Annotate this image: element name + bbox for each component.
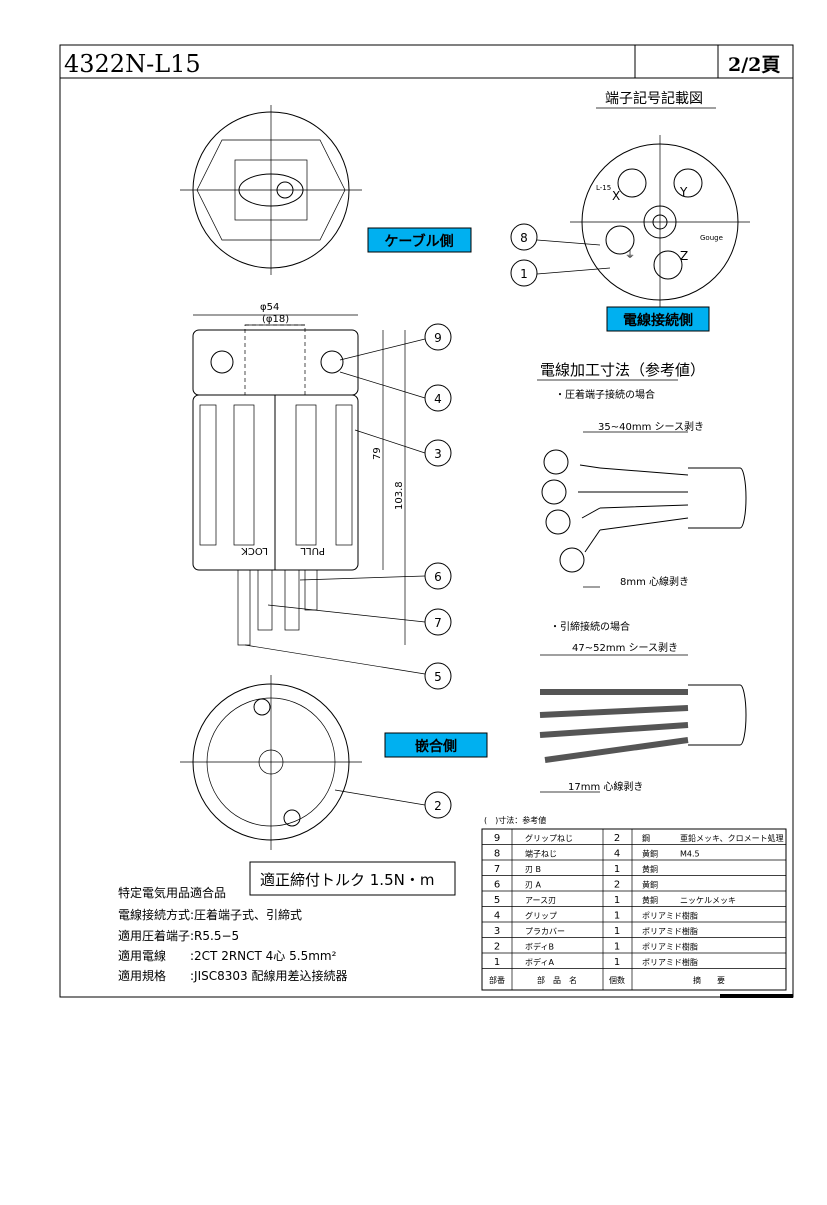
spec-line-4: 適用電線 :2CT 2RNCT 4心 5.5mm² xyxy=(118,948,337,963)
table-cell-material: 黄銅 xyxy=(642,864,658,874)
clamp-core-dim: 17mm 心線剥き xyxy=(568,780,643,793)
table-cell-no: 7 xyxy=(494,864,500,875)
table-cell-name: 刃 A xyxy=(525,881,542,890)
callout-4: 4 xyxy=(434,392,442,406)
mating-side-label-box xyxy=(384,732,488,758)
table-cell-name: 刃 B xyxy=(525,865,541,874)
callout-2: 2 xyxy=(434,799,442,813)
table-cell-no: 4 xyxy=(494,911,500,922)
table-cell-material: 黄銅 xyxy=(642,849,658,859)
table-cell-material: 鋼 xyxy=(642,833,650,843)
callout-3: 3 xyxy=(434,447,442,461)
table-cell-name: グリップ xyxy=(525,911,557,921)
header-no: 部番 xyxy=(489,975,505,985)
torque-box xyxy=(249,861,456,896)
crimp-core-dim: 8mm 心線剥き xyxy=(620,575,689,588)
terminal-z: Z xyxy=(680,249,688,263)
spec-line-3: 適用圧着端子:R5.5−5 xyxy=(118,928,239,943)
table-cell-no: 9 xyxy=(494,833,500,844)
table-cell-name: プラカバー xyxy=(525,927,565,936)
frame xyxy=(59,44,794,998)
crimp-case-label: ・圧着端子接続の場合 xyxy=(555,388,655,401)
header-qty: 個数 xyxy=(609,975,625,985)
table-cell-qty: 2 xyxy=(614,833,620,844)
table-cell-name: グリップねじ xyxy=(525,833,573,843)
clamp-case-label: ・引締接続の場合 xyxy=(550,620,630,633)
pull-mark: PULL xyxy=(300,545,325,556)
drawing-title: 4322N-L15 xyxy=(64,50,201,78)
table-cell-remark: 亜鉛メッキ、クロメート処理 xyxy=(680,833,784,843)
terminal-rating: L-15 xyxy=(596,184,611,192)
callout-5: 5 xyxy=(434,670,442,684)
wire-prep-title: 電線加工寸法（参考値） xyxy=(540,361,705,379)
table-cell-material: 黄銅 xyxy=(642,880,658,890)
callout-6: 6 xyxy=(434,570,442,584)
table-cell-no: 5 xyxy=(494,895,500,906)
table-cell-material: ポリアミド樹脂 xyxy=(642,942,698,952)
clamp-sheath-dim: 47~52mm シース剥き xyxy=(572,642,678,654)
terminal-x: X xyxy=(612,189,620,203)
parts-table: 9 グリップねじ 2 鋼 亜鉛メッキ、クロメート処理 8 端子ねじ 4 黄銅 M4.5 7 刃 B 1 黄… xyxy=(481,828,787,991)
terminal-view xyxy=(570,135,750,310)
table-cell-name: 端子ねじ xyxy=(525,849,557,859)
table-cell-no: 2 xyxy=(494,942,500,953)
callout-1: 1 xyxy=(520,267,528,281)
table-cell-qty: 1 xyxy=(614,911,620,922)
wire-side-label-box xyxy=(606,306,710,332)
torque-note: 適正締付トルク 1.5N・m xyxy=(260,871,434,889)
table-cell-qty: 1 xyxy=(614,926,620,937)
table-cell-no: 1 xyxy=(494,957,500,968)
terminal-ground: ⏚ xyxy=(625,249,635,261)
leader-lines xyxy=(244,239,611,806)
table-cell-name: ボディB xyxy=(525,942,554,952)
table-cell-qty: 1 xyxy=(614,864,620,875)
table-cell-no: 3 xyxy=(494,926,500,937)
dim-dia54: φ54 xyxy=(260,302,279,313)
table-cell-qty: 1 xyxy=(614,895,620,906)
callout-7: 7 xyxy=(434,616,442,630)
dim-79: 79 xyxy=(372,447,383,460)
terminal-brand: Gouge xyxy=(700,234,723,242)
spec-line-1: 特定電気用品適合品 xyxy=(118,885,226,900)
terminal-diagram-title: 端子記号記載図 xyxy=(605,90,703,107)
table-cell-qty: 4 xyxy=(614,849,620,860)
table-cell-name: ボディA xyxy=(525,957,554,967)
terminal-y: Y xyxy=(679,185,688,199)
header-remark: 摘 要 xyxy=(693,975,725,985)
callouts: 9 4 3 6 7 5 2 8 1 xyxy=(424,223,538,819)
table-cell-remark: M4.5 xyxy=(680,850,700,859)
cable-side-view xyxy=(180,105,362,275)
mating-side-label: 嵌合側 xyxy=(415,738,457,755)
table-cell-material: ポリアミド樹脂 xyxy=(642,926,698,936)
wire-side-label: 電線接続側 xyxy=(623,312,693,329)
cable-side-label: ケーブル側 xyxy=(384,233,453,250)
table-cell-no: 8 xyxy=(494,849,500,860)
table-cell-remark: ニッケルメッキ xyxy=(680,896,736,905)
crimp-wire-diagram xyxy=(541,449,747,588)
table-cell-material: ポリアミド樹脂 xyxy=(642,957,698,967)
spec-line-2: 電線接続方式:圧着端子式、引締式 xyxy=(118,907,302,922)
table-cell-no: 6 xyxy=(494,880,500,891)
cable-side-label-box xyxy=(367,227,472,253)
table-cell-qty: 1 xyxy=(614,957,620,968)
spec-line-5: 適用規格 :JISC8303 配線用差込接続器 xyxy=(118,968,347,983)
table-cell-material: ポリアミド樹脂 xyxy=(642,911,698,921)
side-view xyxy=(192,314,406,646)
table-cell-qty: 2 xyxy=(614,880,620,891)
dim-103-8: 103.8 xyxy=(394,481,405,510)
callout-9: 9 xyxy=(434,331,442,345)
table-cell-name: アース刃 xyxy=(525,896,556,905)
mating-side-view xyxy=(180,675,362,850)
lock-mark: LOCK xyxy=(241,545,268,556)
table-cell-qty: 1 xyxy=(614,942,620,953)
page-number: 2/2頁 xyxy=(728,54,780,76)
table-cell-material: 黄銅 xyxy=(642,895,658,905)
clamp-wire-diagram xyxy=(539,684,747,793)
dim-dia18: (φ18) xyxy=(262,314,289,325)
callout-8: 8 xyxy=(520,231,528,245)
table-note: ( )寸法：参考値 xyxy=(484,815,546,825)
header-name: 部 品 名 xyxy=(537,975,577,985)
crimp-sheath-dim: 35~40mm シース剥き xyxy=(598,421,704,433)
